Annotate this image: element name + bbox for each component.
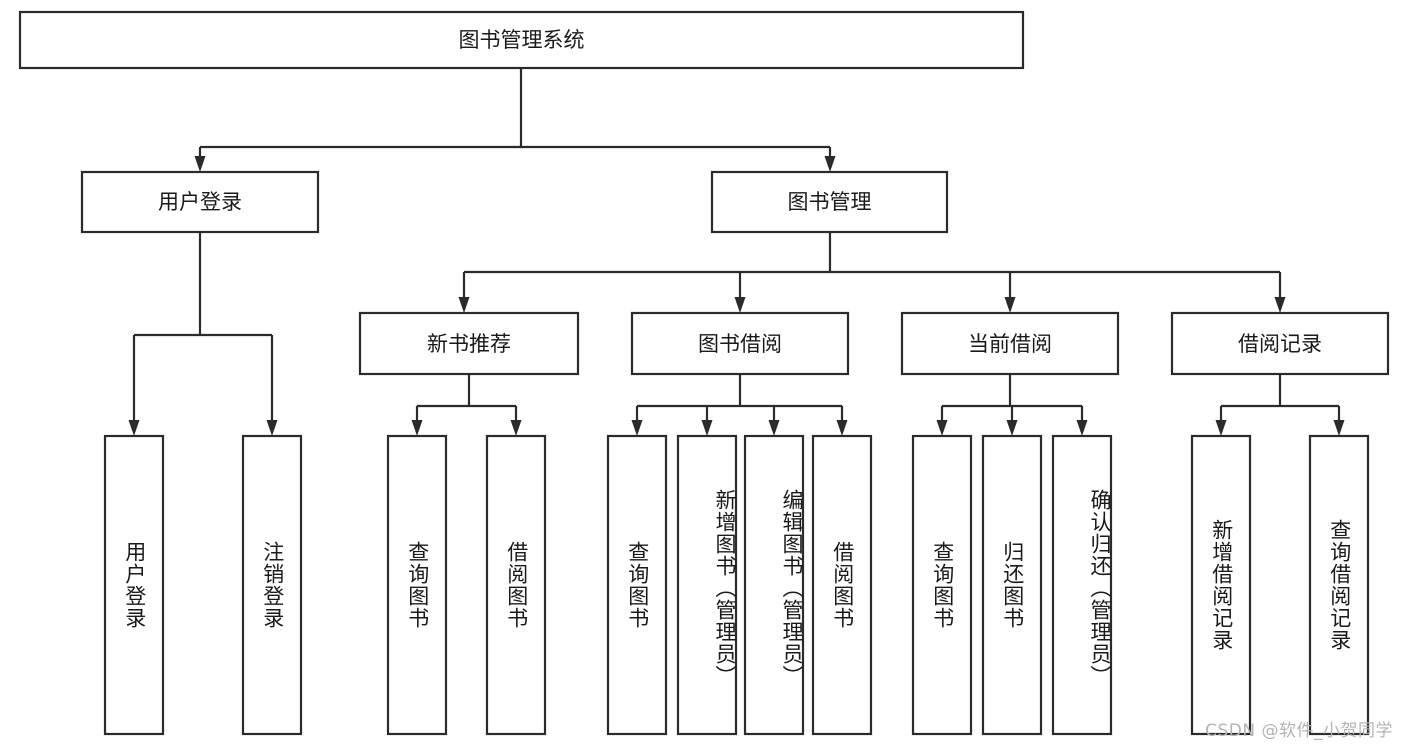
edge-group-new-book-recommend-children: [411, 374, 522, 436]
arrowhead-leaf-logout: [266, 420, 278, 436]
node-leaf-borrow-book-recommend-box[interactable]: [485, 434, 547, 736]
edge-group-root-to-level2: [194, 68, 836, 172]
arrowhead-leaf-confirm-return-admin: [1076, 420, 1088, 436]
arrowhead-current-borrow: [1004, 297, 1016, 313]
node-book-borrow[interactable]: 图书借阅: [630, 311, 850, 376]
arrowhead-leaf-user-login: [128, 420, 140, 436]
edge-group-book-management-children: [458, 232, 1286, 313]
arrowhead-leaf-add-book-admin: [701, 420, 713, 436]
node-new-book-recommend-box[interactable]: [358, 311, 580, 376]
arrowhead-leaf-add-borrow-record: [1215, 420, 1227, 436]
edge-group-current-borrow-children: [936, 374, 1088, 436]
node-current-borrow[interactable]: 当前借阅: [900, 311, 1120, 376]
node-borrow-record[interactable]: 借阅记录: [1170, 311, 1390, 376]
arrowhead-user-login: [194, 156, 206, 172]
arrowhead-leaf-borrow-book-recommend: [510, 420, 522, 436]
node-user-login-label: 用户登录: [158, 190, 242, 214]
node-book-borrow-box[interactable]: [630, 311, 850, 376]
node-leaf-edit-book-admin-box[interactable]: [743, 434, 805, 736]
node-leaf-query-book-recommend-box[interactable]: [386, 434, 448, 736]
node-leaf-add-borrow-record-box[interactable]: [1190, 434, 1252, 736]
arrowhead-leaf-query-borrow-record: [1333, 420, 1345, 436]
node-user-login[interactable]: 用户登录: [80, 170, 320, 234]
node-root-box[interactable]: [18, 10, 1025, 70]
node-new-book-recommend[interactable]: 新书推荐: [358, 311, 580, 376]
node-leaf-confirm-return-admin-box[interactable]: [1051, 434, 1113, 736]
node-borrow-record-label: 借阅记录: [1238, 332, 1322, 356]
arrowhead-leaf-query-book-current: [936, 420, 948, 436]
edge-group-book-borrow-children: [631, 374, 848, 436]
node-borrow-record-box[interactable]: [1170, 311, 1390, 376]
node-current-borrow-box[interactable]: [900, 311, 1120, 376]
node-book-management-box[interactable]: [710, 170, 949, 234]
node-leaf-query-borrow-record-box[interactable]: [1308, 434, 1370, 736]
node-root-label: 图书管理系统: [459, 28, 585, 52]
node-book-management[interactable]: 图书管理: [710, 170, 949, 234]
node-current-borrow-label: 当前借阅: [968, 332, 1052, 356]
node-leaf-borrow-book-box[interactable]: [811, 434, 873, 736]
node-leaf-query-book-borrow-box[interactable]: [606, 434, 668, 736]
arrowhead-book-borrow: [734, 297, 746, 313]
node-book-borrow-label: 图书借阅: [698, 332, 782, 356]
leaf-boxes: [103, 434, 1370, 736]
node-user-login-box[interactable]: [80, 170, 320, 234]
arrowhead-leaf-return-book: [1006, 420, 1018, 436]
node-leaf-logout-box[interactable]: [241, 434, 303, 736]
edge-group-user-login-children: [128, 232, 278, 436]
arrowhead-borrow-record: [1274, 297, 1286, 313]
node-leaf-return-book-box[interactable]: [981, 434, 1043, 736]
edge-group-borrow-record-children: [1215, 374, 1345, 436]
arrowhead-new-book-recommend: [458, 297, 470, 313]
node-book-management-label: 图书管理: [788, 190, 872, 214]
node-root[interactable]: 图书管理系统: [18, 10, 1025, 70]
arrowhead-leaf-query-book-recommend: [411, 420, 423, 436]
node-leaf-add-book-admin-box[interactable]: [676, 434, 738, 736]
arrowhead-leaf-edit-book-admin: [768, 420, 780, 436]
node-leaf-user-login-box[interactable]: [103, 434, 165, 736]
csdn-watermark: CSDN @软件_小贺同学: [1205, 721, 1393, 741]
arrowhead-leaf-borrow-book: [836, 420, 848, 436]
arrowhead-book-management: [824, 156, 836, 172]
node-leaf-query-book-current-box[interactable]: [911, 434, 973, 736]
node-new-book-recommend-label: 新书推荐: [427, 332, 511, 356]
arrowhead-leaf-query-book-borrow: [631, 420, 643, 436]
